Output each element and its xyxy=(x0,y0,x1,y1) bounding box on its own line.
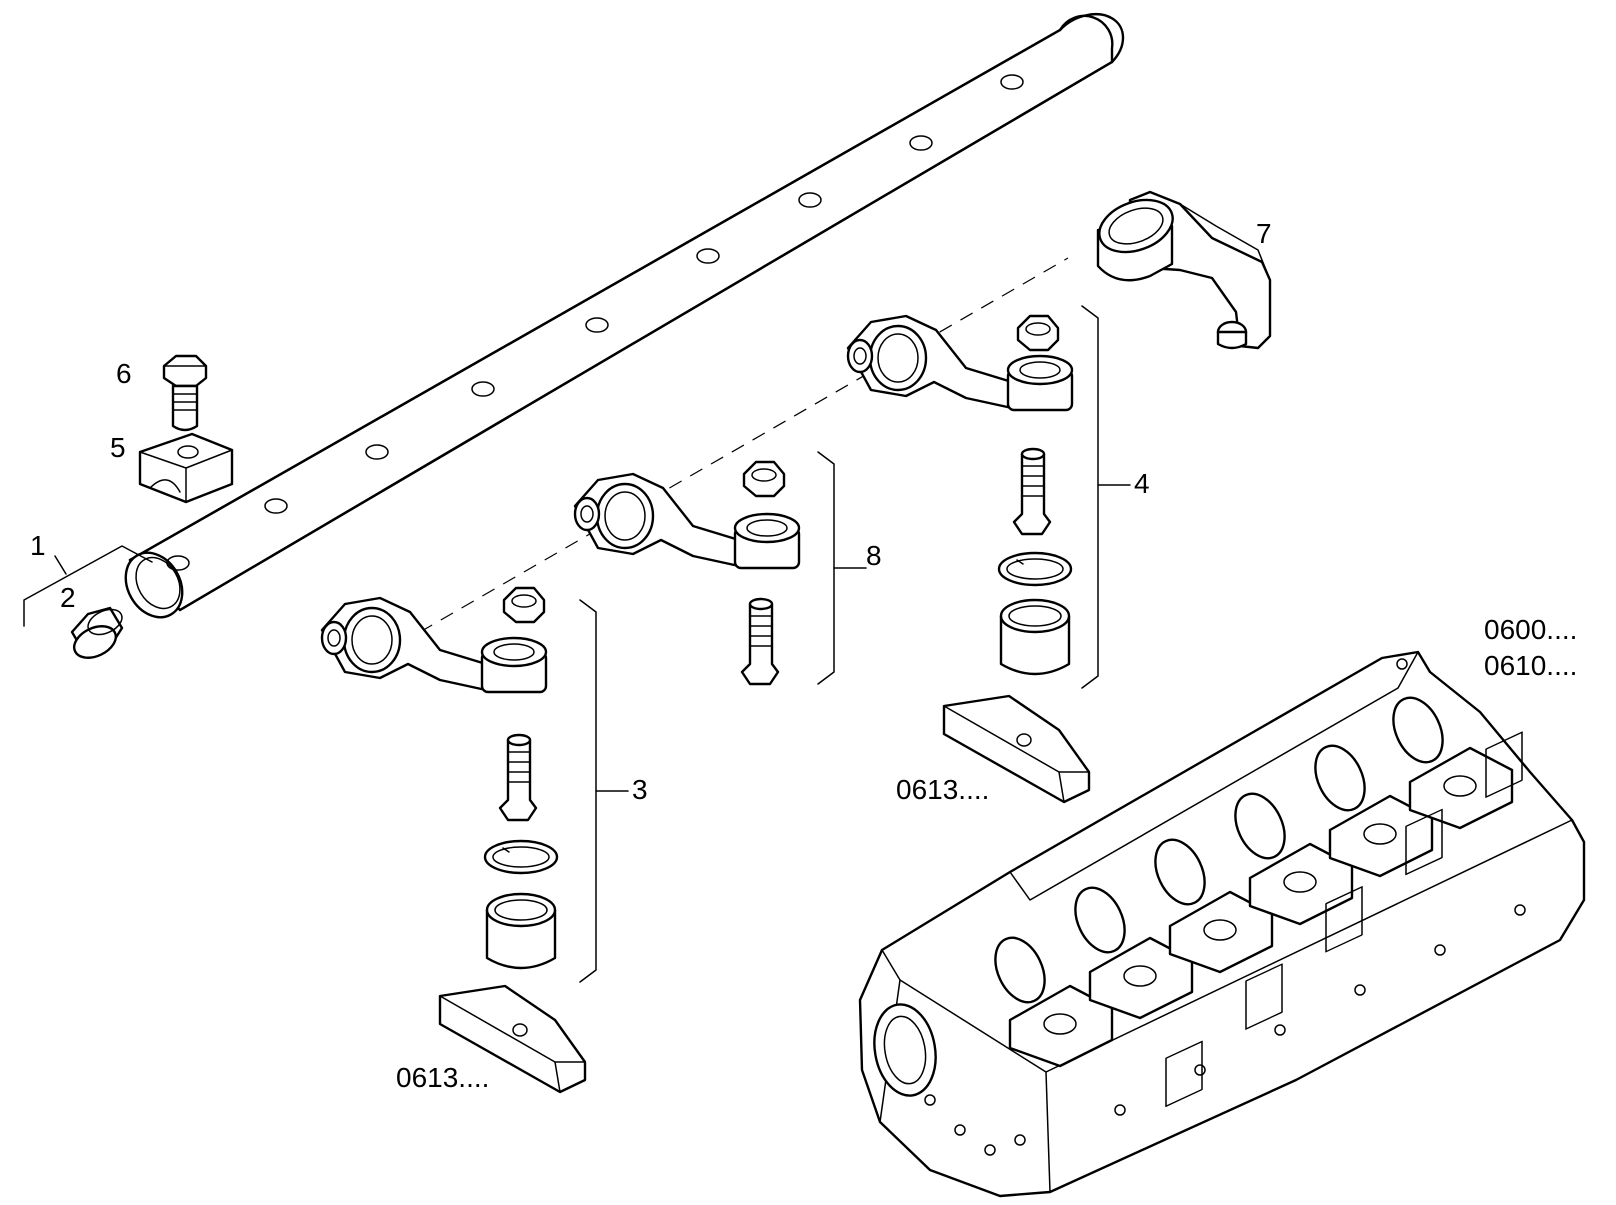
adjusting-nut-4 xyxy=(1016,314,1060,352)
adjusting-nut-8 xyxy=(742,460,786,498)
assembly-axis xyxy=(419,257,1069,633)
callout-5: 5 xyxy=(110,432,126,463)
rocker-arm-4 xyxy=(846,314,1074,412)
callout-8-bracket xyxy=(817,451,835,685)
rocker-arm-8 xyxy=(573,472,801,570)
callout-1-bracket xyxy=(23,545,153,627)
adjusting-screw-3 xyxy=(498,733,538,822)
injector-bores xyxy=(994,696,1444,1004)
adjusting-screw-4 xyxy=(1012,447,1052,536)
support-block-left xyxy=(438,984,587,1094)
shaft-end-plug xyxy=(70,606,124,659)
bushing-4 xyxy=(999,598,1071,676)
shaft-oil-holes xyxy=(166,74,1024,571)
support-block-right xyxy=(942,694,1091,804)
bolt-holes xyxy=(924,658,1526,1156)
end-bracket-arm xyxy=(1096,190,1272,350)
callout-1: 1 xyxy=(30,530,46,561)
callout-6: 6 xyxy=(116,358,132,389)
retaining-ring-3 xyxy=(483,839,559,875)
callout-4-bracket xyxy=(1081,305,1099,689)
callout-3: 3 xyxy=(632,774,648,805)
callout-3-bracket xyxy=(579,599,597,983)
retaining-ring-4 xyxy=(997,551,1073,587)
callout-2: 2 xyxy=(60,582,76,613)
reference-0600: 0600.... xyxy=(1484,614,1578,645)
clamp-bolt xyxy=(162,354,208,432)
callout-4: 4 xyxy=(1134,468,1150,499)
adjusting-screw-8 xyxy=(740,597,780,686)
bushing-3 xyxy=(485,892,557,970)
callout-7: 7 xyxy=(1256,218,1272,249)
rocker-arm-3 xyxy=(320,596,548,694)
reference-0610: 0610.... xyxy=(1484,650,1578,681)
shaft-clamp-block xyxy=(138,432,234,504)
reference-0613-right: 0613.... xyxy=(896,774,990,805)
rocker-shaft xyxy=(124,12,1125,619)
callout-8: 8 xyxy=(866,540,882,571)
reference-0613-left: 0613.... xyxy=(396,1062,490,1093)
adjusting-nut-3 xyxy=(502,586,546,624)
cylinder-head xyxy=(858,650,1586,1198)
